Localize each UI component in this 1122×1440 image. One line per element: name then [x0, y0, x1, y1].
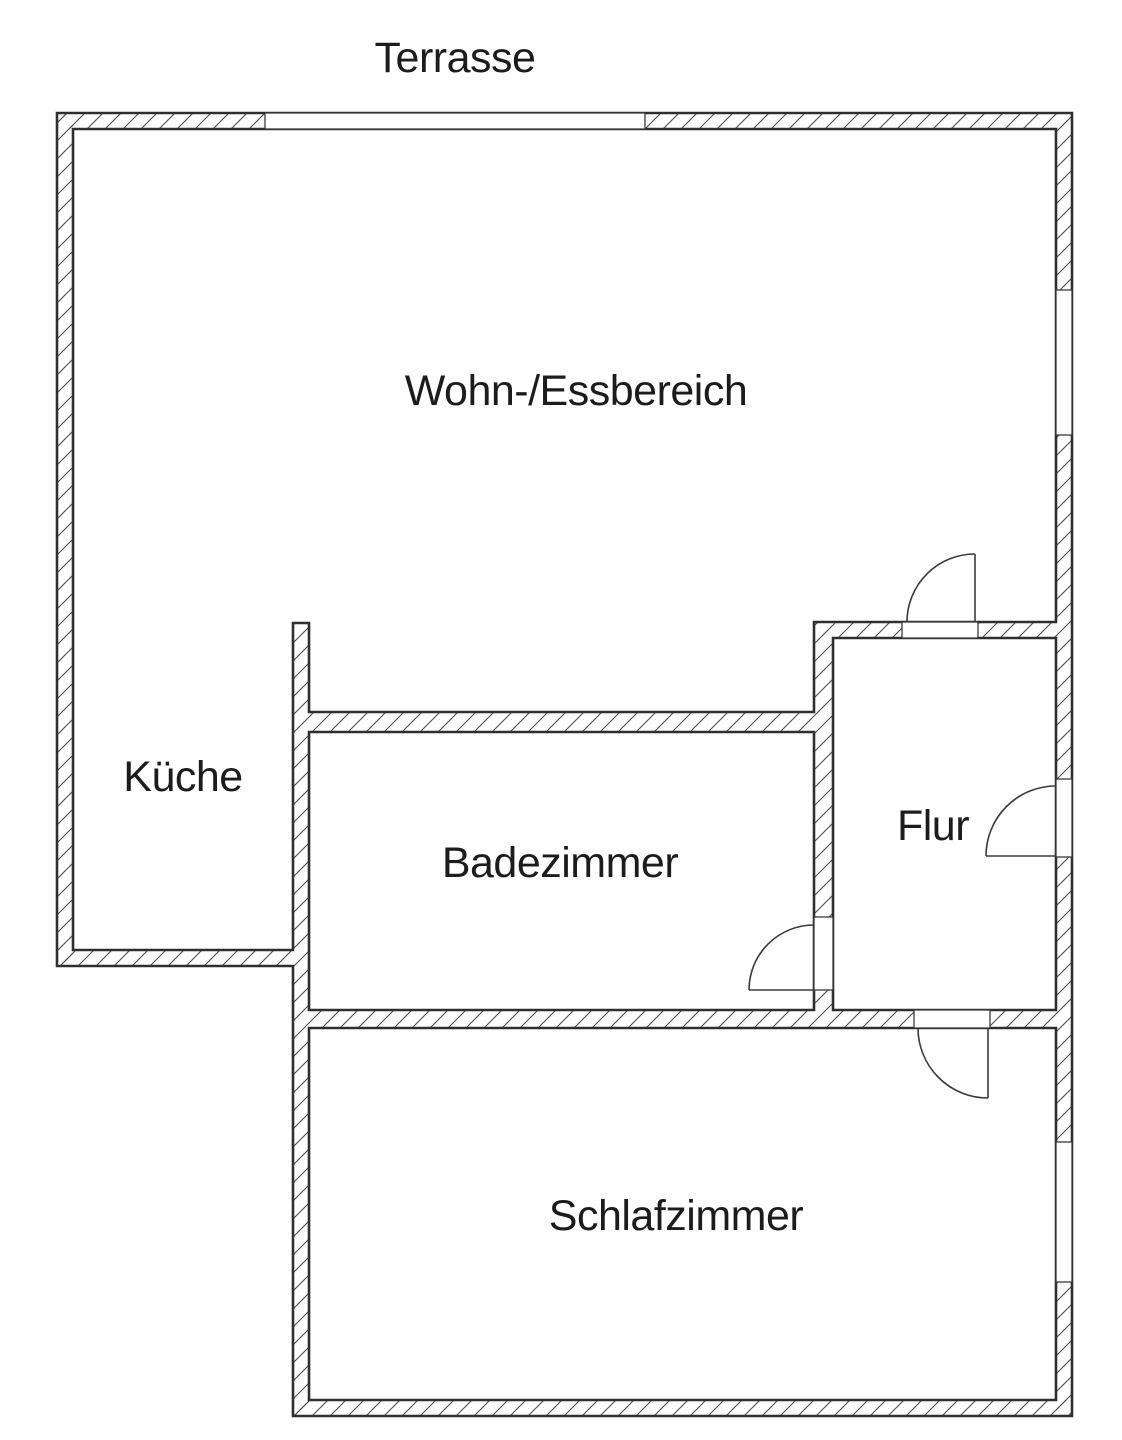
bathroom-inner-outline	[307, 730, 816, 1012]
wall-kitchen-partition	[293, 623, 309, 1416]
label-bathroom: Badezimmer	[442, 839, 679, 887]
wall-bedroom-top	[309, 1010, 1056, 1028]
wall-bathroom-top	[309, 712, 814, 732]
terrace-door-opening	[264, 112, 646, 130]
wall-kitchen-bottom	[57, 950, 293, 966]
label-bedroom: Schlafzimmer	[549, 1192, 804, 1240]
hallway-living-door-opening	[901, 621, 979, 639]
window-living-room	[1055, 289, 1073, 436]
wall-left	[57, 113, 73, 966]
bathroom-door	[748, 924, 815, 991]
hallway-inner-outline	[831, 636, 1058, 1012]
bedroom-door-opening	[913, 1009, 991, 1029]
bedroom-door	[917, 1027, 989, 1099]
bedroom-door-arc	[917, 1027, 989, 1099]
entrance-door-opening	[1055, 778, 1073, 858]
window-bedroom	[1055, 1141, 1073, 1283]
wall-hallway-left	[814, 622, 833, 1010]
entrance-door-arc	[985, 785, 1057, 857]
hallway-living-door-arc	[906, 553, 976, 623]
living-kitchen-inner-outline	[71, 127, 1058, 952]
hallway-living-door	[906, 553, 976, 623]
building-outer-outline	[55, 111, 1074, 1418]
entrance-door	[985, 785, 1057, 857]
wall-right	[1056, 113, 1072, 1416]
label-kitchen: Küche	[123, 753, 242, 801]
wall-bottom	[293, 1400, 1072, 1416]
bedroom-inner-outline	[307, 1026, 1058, 1402]
bathroom-door-opening	[813, 916, 834, 991]
label-living-dining: Wohn-/Essbereich	[405, 367, 748, 415]
bathroom-door-arc	[748, 924, 815, 991]
label-terrace: Terrasse	[375, 34, 536, 82]
label-hallway: Flur	[897, 802, 969, 850]
